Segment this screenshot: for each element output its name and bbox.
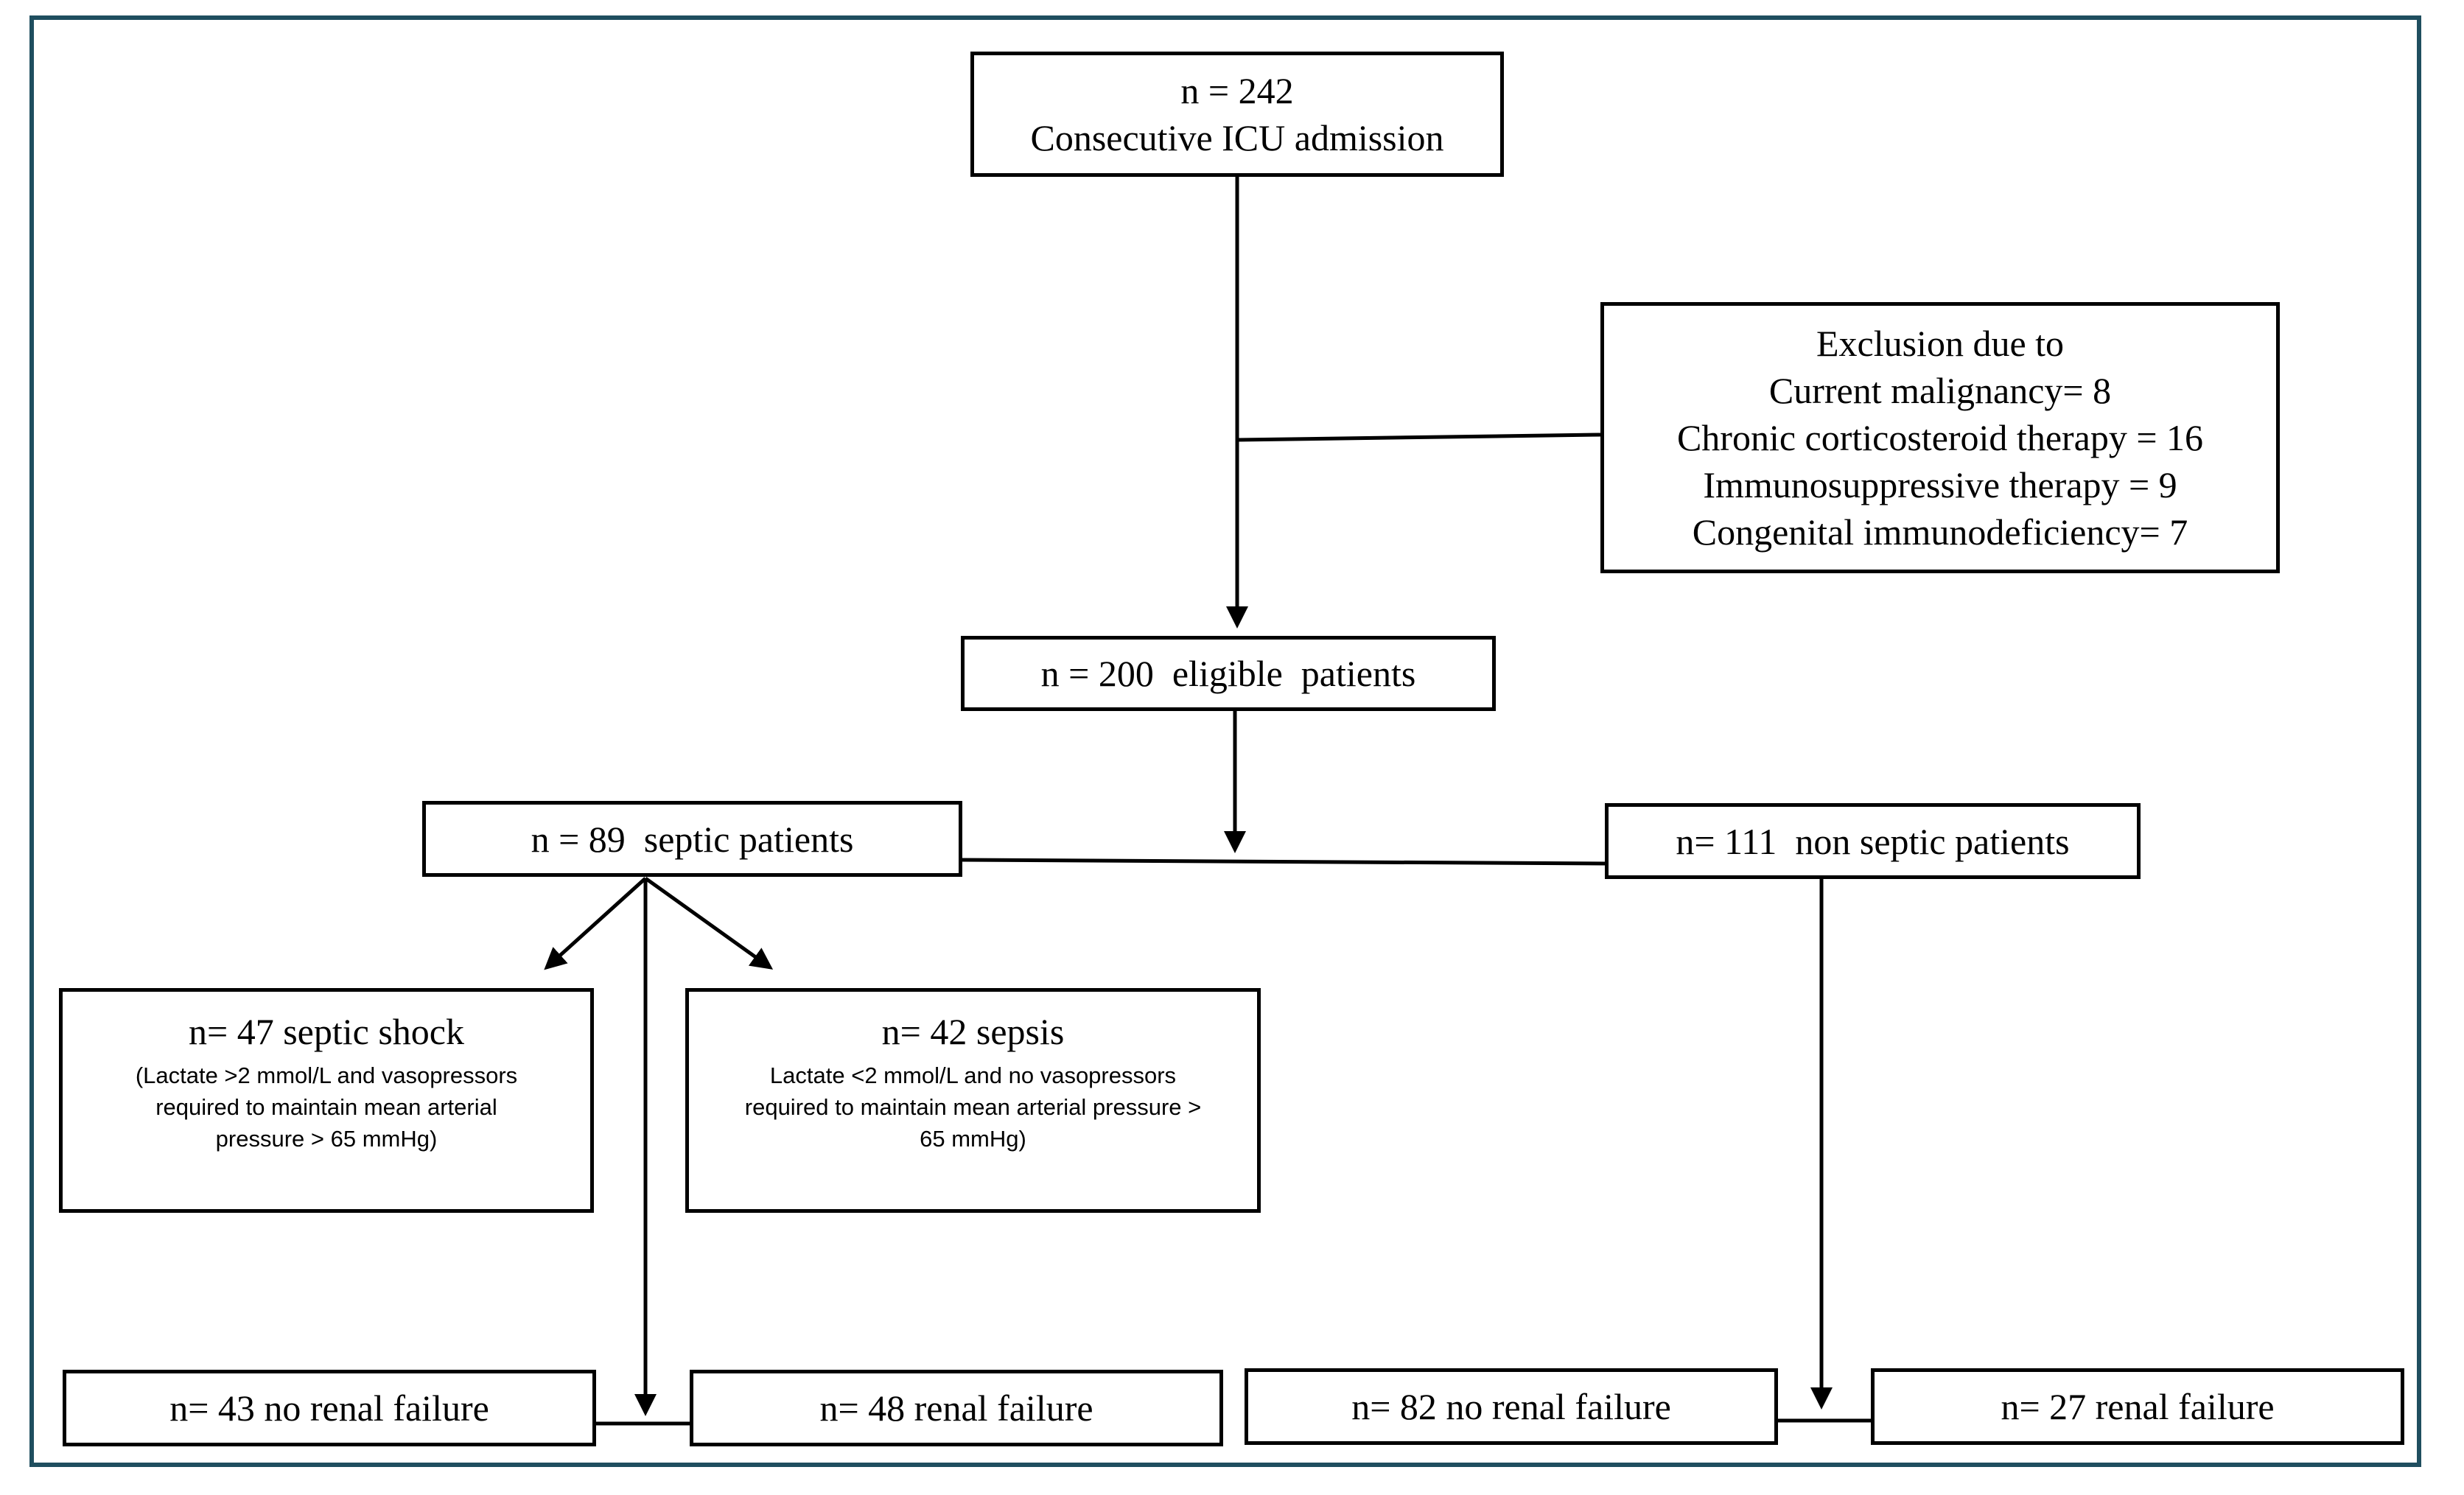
septic-shock-box: n= 47 septic shock (Lactate >2 mmol/L an… (59, 988, 594, 1213)
septic-label: n = 89 septic patients (531, 818, 854, 860)
eligible-box: n = 200 eligible patients (961, 636, 1496, 711)
sepsis-definition-line: Lactate <2 mmol/L and no vasopressors (769, 1062, 1177, 1088)
non-septic-no-renal-failure-box: n= 82 no renal failure (1245, 1368, 1778, 1445)
septic-shock-title: n= 47 septic shock (189, 1011, 464, 1052)
exclusion-item: Current malignancy= 8 (1768, 370, 2112, 411)
exclusion-item: Congenital immunodeficiency= 7 (1692, 511, 2188, 553)
non-septic-label: n= 111 non septic patients (1676, 820, 2070, 862)
exclusion-item: Chronic corticosteroid therapy = 16 (1676, 417, 2204, 458)
septic-shock-definition-line: pressure > 65 mmHg) (215, 1126, 438, 1152)
sepsis-title: n= 42 sepsis (881, 1011, 1065, 1052)
arrow-septic-to-sepsis (644, 876, 774, 970)
non-septic-box: n= 111 non septic patients (1605, 803, 2141, 879)
septic-no-renal-failure-label: n= 43 no renal failure (169, 1387, 489, 1429)
exclusion-title: Exclusion due to (1816, 323, 2065, 364)
septic-shock-definition-line: required to maintain mean arterial (155, 1094, 497, 1120)
septic-shock-definition-line: (Lactate >2 mmol/L and vasopressors (135, 1062, 518, 1088)
connector-septic-non-septic (962, 858, 1606, 866)
septic-shock-definition: (Lactate >2 mmol/L and vasopressors requ… (63, 1060, 590, 1155)
start-label: Consecutive ICU admission (1030, 117, 1444, 158)
septic-box: n = 89 septic patients (422, 801, 962, 877)
eligible-label: n = 200 eligible patients (1040, 653, 1416, 694)
non-septic-no-renal-failure-label: n= 82 no renal failure (1351, 1386, 1671, 1427)
sepsis-definition-line: required to maintain mean arterial press… (744, 1094, 1202, 1120)
exclusion-item: Immunosuppressive therapy = 9 (1703, 464, 2177, 505)
arrow-septic-to-shock (544, 877, 647, 970)
sepsis-definition: Lactate <2 mmol/L and no vasopressors re… (689, 1060, 1257, 1155)
septic-renal-failure-box: n= 48 renal failure (690, 1370, 1223, 1446)
non-septic-renal-failure-label: n= 27 renal failure (2001, 1386, 2275, 1427)
connector-to-exclusion (1236, 433, 1601, 442)
sepsis-definition-line: 65 mmHg) (920, 1126, 1026, 1152)
start-box: n = 242 Consecutive ICU admission (970, 52, 1504, 177)
start-count: n = 242 (1180, 70, 1294, 111)
septic-no-renal-failure-box: n= 43 no renal failure (63, 1370, 596, 1446)
septic-renal-failure-label: n= 48 renal failure (819, 1387, 1093, 1429)
exclusion-box: Exclusion due to Current malignancy= 8 C… (1600, 302, 2280, 573)
sepsis-box: n= 42 sepsis Lactate <2 mmol/L and no va… (685, 988, 1261, 1213)
figure-frame (29, 15, 2421, 1467)
non-septic-renal-failure-box: n= 27 renal failure (1871, 1368, 2404, 1445)
